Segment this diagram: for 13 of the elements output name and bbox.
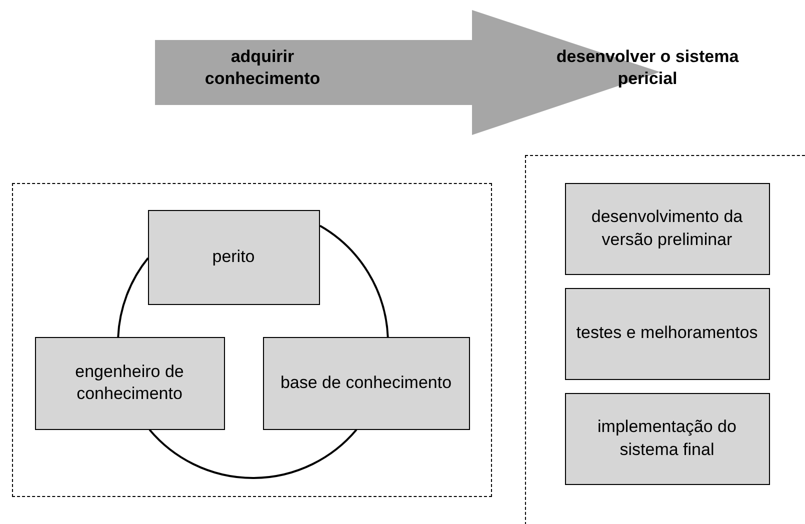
arrow-label: adquirir conhecimento: [204, 46, 322, 90]
process-box: perito: [148, 210, 320, 304]
dashed-group-frame: [12, 183, 492, 497]
connector-arc: [148, 429, 358, 479]
process-box: base de conhecimento: [262, 336, 470, 430]
connector-arc: [319, 224, 389, 338]
connector-arc: [117, 257, 149, 338]
process-box: desenvolvimento da versão preliminar: [564, 182, 770, 274]
arrow-label: desenvolver o sistema pericial: [555, 46, 740, 90]
process-box: implementação do sistema final: [564, 392, 770, 484]
dashed-group-frame: [525, 155, 805, 524]
process-box: engenheiro de conhecimento: [34, 336, 224, 430]
process-box: testes e melhoramentos: [564, 288, 770, 380]
